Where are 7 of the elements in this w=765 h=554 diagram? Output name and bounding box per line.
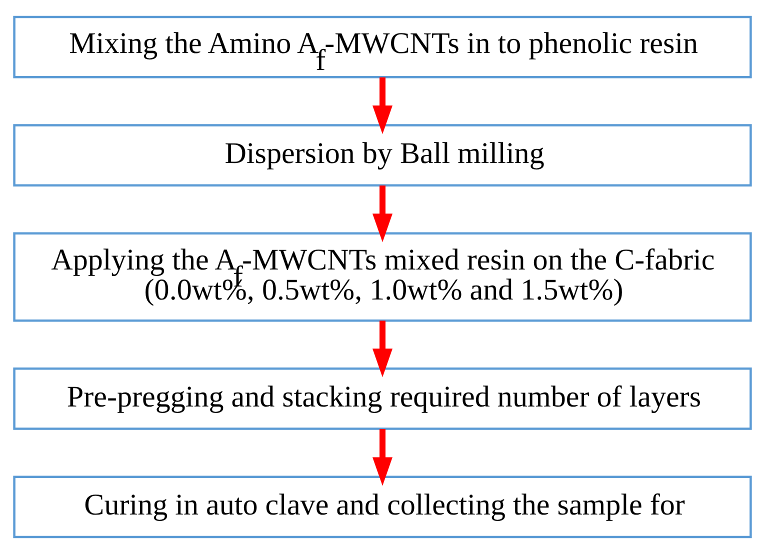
node-box: Dispersion by Ball milling	[13, 124, 752, 186]
arrow	[372, 77, 393, 134]
node-box: Pre-pregging and stacking required number of layers	[13, 368, 752, 430]
arrow	[372, 320, 393, 378]
arrow	[372, 186, 393, 242]
arrow	[372, 428, 393, 486]
node-box: Curing in auto clave and collecting the sample for	[13, 476, 752, 538]
